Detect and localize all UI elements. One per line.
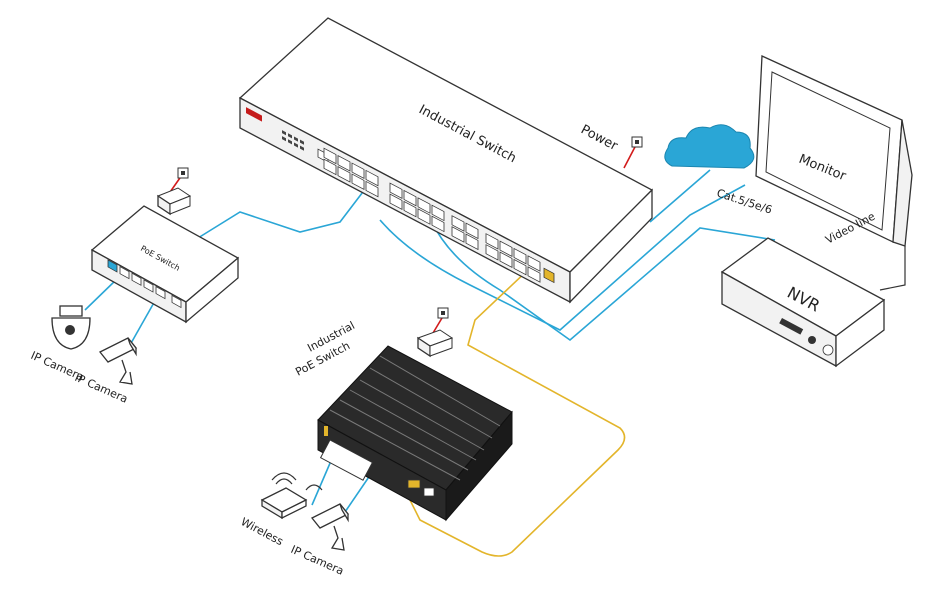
ethernet-ports-b [389, 182, 445, 233]
power-outlet-poe-switch [177, 167, 189, 179]
wireless-label: Wireless [239, 515, 286, 548]
power-label: Power [578, 122, 620, 154]
heat-sink-fins [329, 355, 501, 481]
cable-poe-switch-to-industrial-switch [197, 179, 373, 239]
industrial-poe-port [423, 487, 435, 497]
cable-poe-switch-to-dome-camera [84, 277, 119, 311]
industrial-poe-panel [319, 439, 374, 481]
cable-industrial-switch-to-nvr-1 [379, 184, 746, 331]
power-outlet-industrial-poe [437, 307, 449, 319]
fiber-port [543, 267, 555, 284]
switch-front-ports [246, 107, 555, 284]
poe-switch: PoE Switch [90, 205, 240, 324]
nvr-power-icon [822, 344, 834, 356]
internet-cloud-icon [664, 124, 755, 169]
ethernet-ports-a [323, 147, 379, 198]
industrial-poe-terminal [324, 426, 328, 436]
industrial-switch: Industrial Switch Power [238, 17, 654, 304]
cable-fiber-switch-to-industrial-poe [409, 267, 626, 557]
wireless-ap-icon [260, 472, 323, 520]
industrial-poe-switch [317, 345, 513, 522]
nvr: NVR [720, 237, 886, 368]
power-outlet-main [631, 136, 643, 148]
power-cable-industrial-switch [623, 144, 637, 169]
power-adapter-industrial-poe [416, 329, 454, 358]
bullet-camera-icon-2 [310, 503, 350, 551]
industrial-poe-fiber-port [407, 479, 421, 489]
poe-switch-ports [107, 259, 182, 309]
bullet-camera-icon-1 [98, 337, 138, 385]
ip-camera-label-2: IP Camera [73, 371, 130, 406]
nvr-vent [779, 318, 804, 335]
power-adapter-poe-switch [156, 187, 192, 216]
nvr-button-icon [808, 336, 816, 344]
ethernet-ports-c [485, 233, 541, 283]
dome-camera-icon [51, 305, 91, 350]
brand-logo [246, 107, 262, 122]
monitor: Monitor [755, 55, 913, 291]
cable-cloud-to-switch [649, 169, 711, 223]
sfp-ports [451, 215, 479, 251]
cat-cable-label: Cat.5/5e/6 [715, 186, 774, 216]
